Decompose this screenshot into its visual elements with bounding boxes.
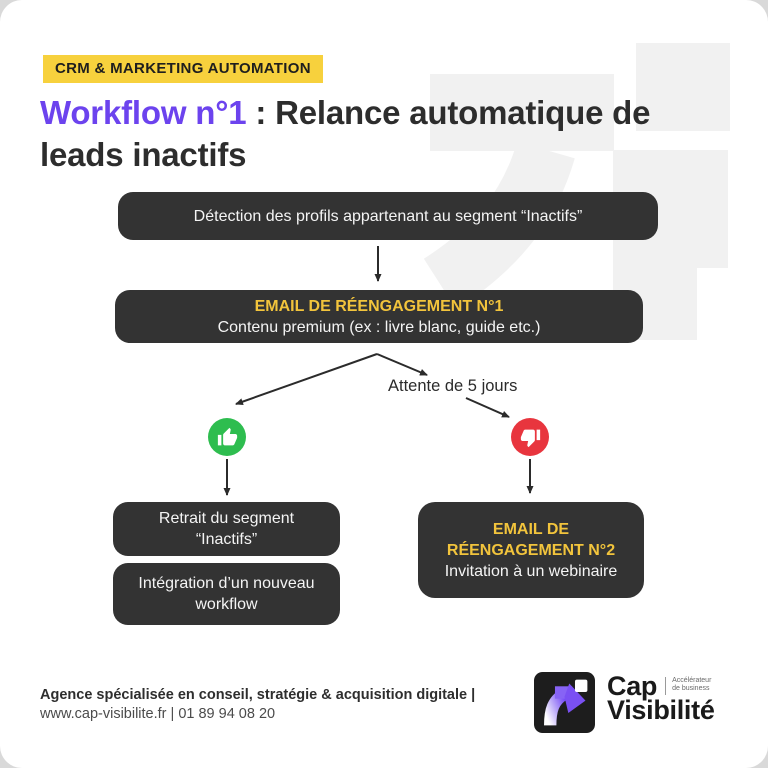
wait-label: Attente de 5 jours (388, 377, 518, 395)
step-remove-segment: Retrait du segment “Inactifs” (113, 502, 340, 556)
email-2-subtitle: Invitation à un webinaire (444, 562, 618, 580)
email-1-subtitle: Contenu premium (ex : livre blanc, guide… (217, 318, 541, 336)
logo-tagline-line2: de business (672, 685, 710, 692)
step-detection-label: Détection des profils appartenant au seg… (193, 207, 583, 225)
thumbs-up-icon (208, 418, 246, 456)
email-2-title-line2: RÉENGAGEMENT N°2 (446, 541, 616, 559)
title-highlight: Workflow n°1 (40, 94, 247, 131)
logo-name-line2: Visibilité (607, 695, 715, 725)
logo-tagline: Accélérateur de business (672, 674, 711, 693)
cap-visibilite-logo-icon (534, 672, 595, 733)
step-email-1: EMAIL DE RÉENGAGEMENT N°1 Contenu premiu… (115, 290, 643, 343)
logo-tagline-line1: Accélérateur (672, 677, 712, 684)
category-badge: CRM & MARKETING AUTOMATION (43, 55, 323, 83)
thumbs-down-icon (511, 418, 549, 456)
cap-visibilite-logo: Cap Accélérateur de business Visibilité (533, 672, 715, 733)
footer-text: Agence spécialisée en conseil, stratégie… (40, 686, 520, 724)
step-new-workflow-label: Intégration d’un nouveau workflow (138, 575, 315, 613)
footer-line2: www.cap-visibilite.fr | 01 89 94 08 20 (40, 706, 276, 722)
footer-line1: Agence spécialisée en conseil, stratégie… (40, 687, 476, 703)
page-title: Workflow n°1 : Relance automatique de le… (40, 92, 740, 176)
email-1-title: EMAIL DE RÉENGAGEMENT N°1 (254, 297, 504, 315)
step-email-2: EMAIL DE RÉENGAGEMENT N°2 Invitation à u… (418, 502, 644, 598)
logo-name-line1: Cap (607, 671, 658, 701)
step-detection: Détection des profils appartenant au seg… (118, 192, 658, 240)
email-2-title-line1: EMAIL DE (492, 520, 570, 538)
step-new-workflow: Intégration d’un nouveau workflow (113, 563, 340, 625)
step-remove-segment-label: Retrait du segment “Inactifs” (158, 510, 295, 548)
logo-divider (665, 677, 667, 695)
